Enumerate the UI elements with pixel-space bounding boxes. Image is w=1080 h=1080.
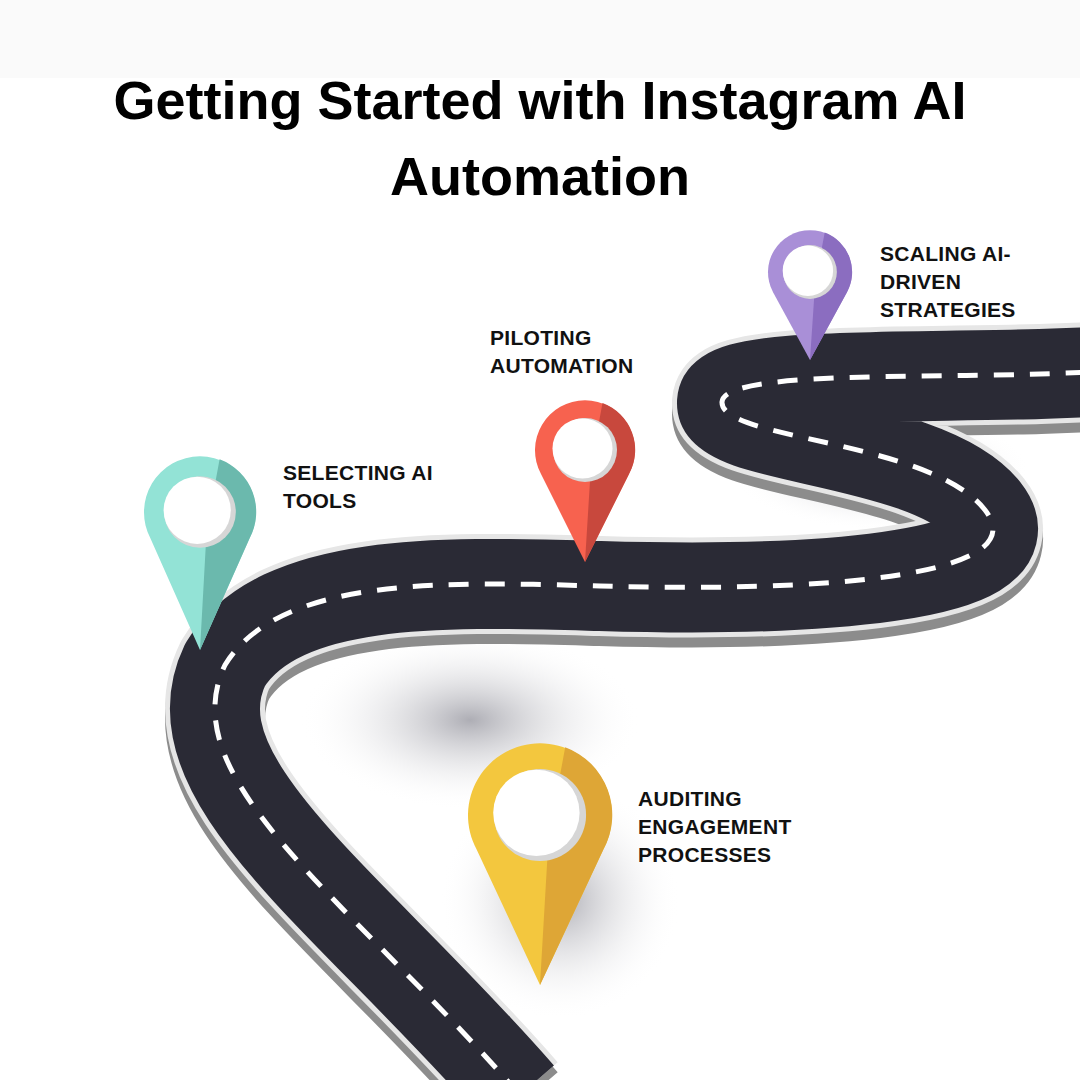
step-label: SELECTING AI TOOLS: [283, 459, 433, 515]
title: Getting Started with Instagram AI Automa…: [75, 62, 1005, 214]
step-label: AUDITING ENGAGEMENT PROCESSES: [638, 785, 828, 869]
step-label: PILOTING AUTOMATION: [490, 324, 680, 380]
top-band: [0, 0, 1080, 78]
step-label: SCALING AI-DRIVEN STRATEGIES: [880, 240, 1045, 324]
